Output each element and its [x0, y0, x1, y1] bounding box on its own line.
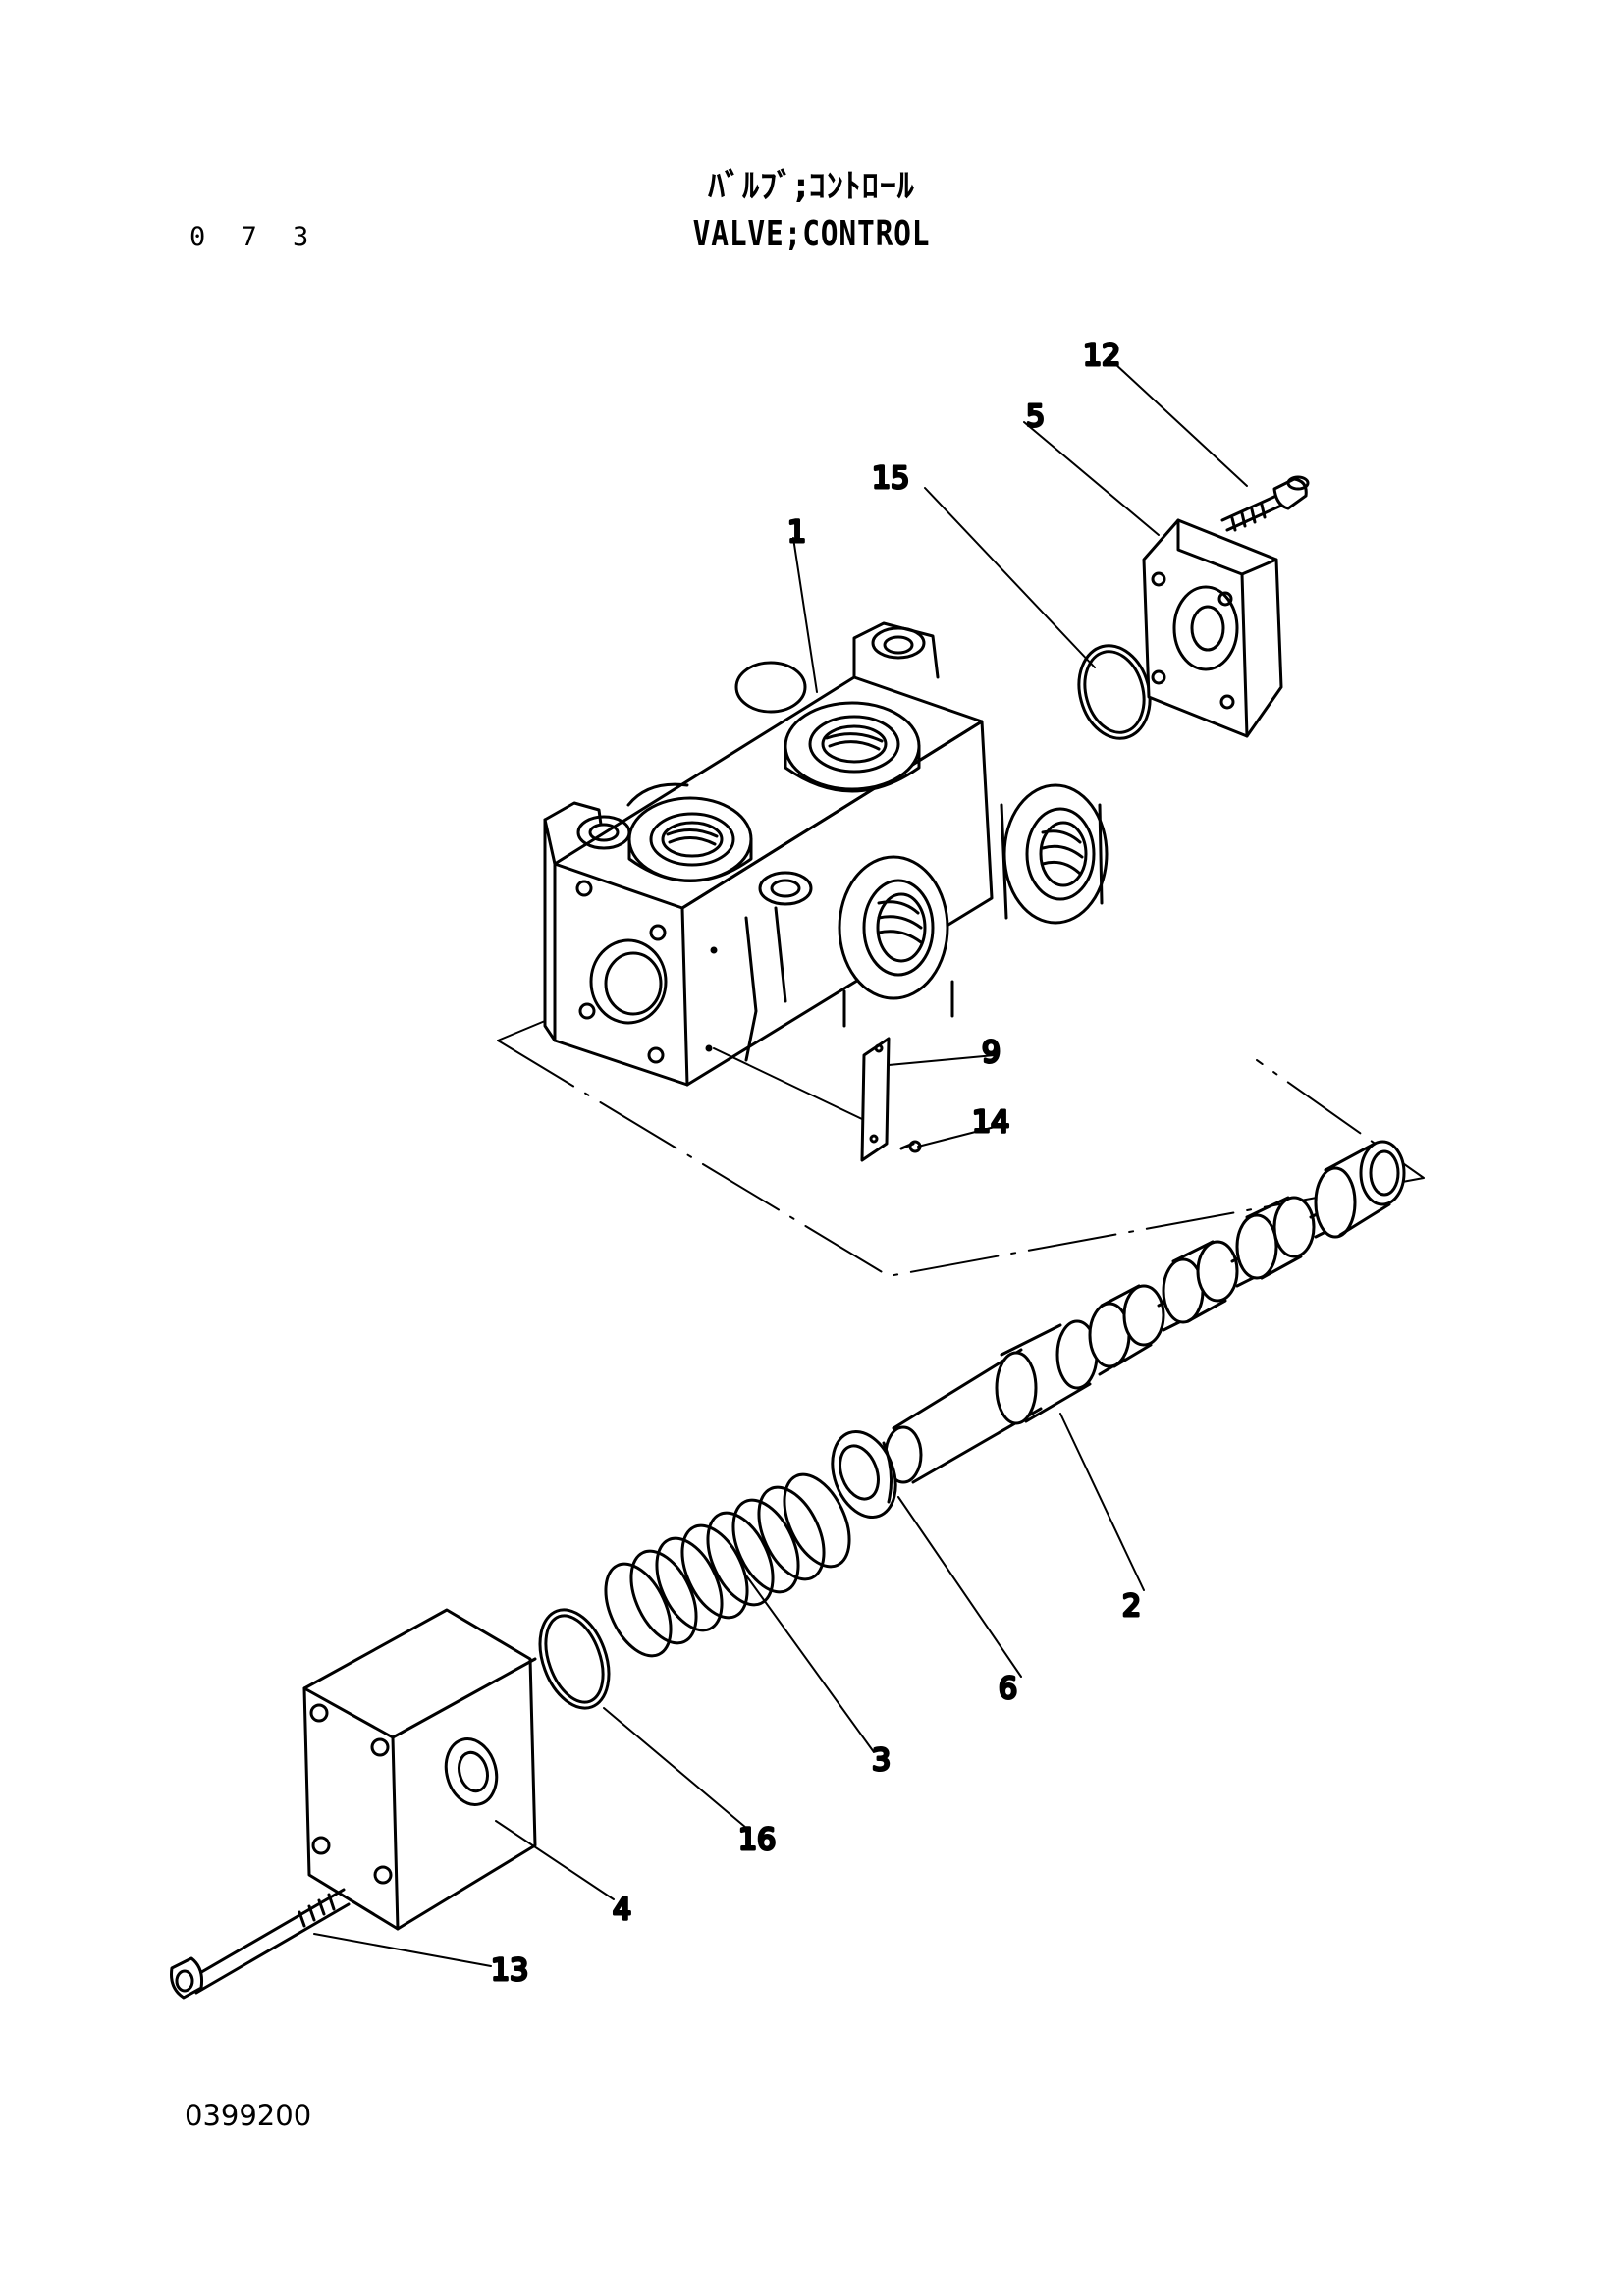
callout-5: 5	[1026, 400, 1045, 434]
valve-body	[543, 621, 1109, 1087]
socket-bolt-13	[170, 1888, 351, 2000]
leader-lines	[313, 362, 1248, 1967]
callout-6: 6	[999, 1672, 1017, 1706]
socket-bolt-12	[1220, 475, 1310, 532]
callout-1: 1	[787, 515, 806, 550]
callout-9: 9	[982, 1036, 1001, 1070]
name-plate	[860, 1037, 891, 1162]
callout-4: 4	[613, 1893, 631, 1927]
callout-16: 16	[738, 1823, 776, 1857]
callout-2: 2	[1122, 1589, 1141, 1624]
cover-5	[1142, 518, 1283, 738]
washer-6	[831, 1429, 897, 1520]
page-number: 0 7 3	[189, 222, 319, 252]
o-ring-16	[538, 1608, 611, 1710]
end-cover-4	[302, 1608, 537, 1931]
callout-12: 12	[1083, 339, 1120, 373]
callout-3: 3	[872, 1743, 891, 1778]
callout-numbers: 1 2 3 4 5 6 9 12 13 14 15 16	[490, 338, 1143, 1990]
title-japanese: ﾊﾞﾙﾌﾞ;ｺﾝﾄﾛｰﾙ	[708, 167, 915, 206]
assembly-guide-line	[497, 1040, 1425, 1277]
callout-14: 14	[972, 1105, 1009, 1140]
title-english: VALVE;CONTROL	[692, 214, 931, 254]
spring-3	[604, 1472, 851, 1658]
drawing-code: 0399200	[185, 2099, 312, 2132]
spool-2	[884, 1140, 1406, 1484]
callout-15: 15	[872, 461, 909, 496]
callout-13: 13	[491, 1953, 528, 1988]
